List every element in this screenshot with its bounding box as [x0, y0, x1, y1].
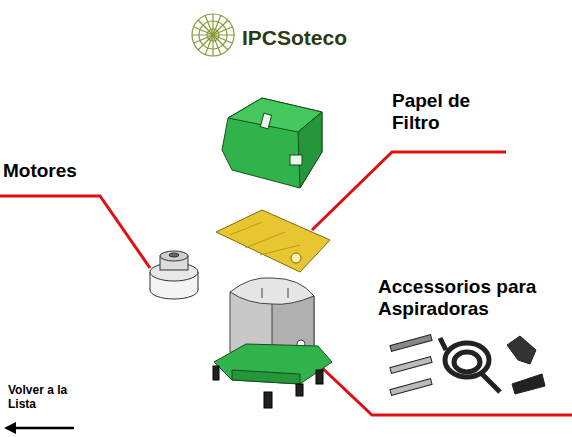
back-arrow — [4, 422, 74, 434]
accessories — [390, 335, 545, 396]
motor — [150, 251, 198, 299]
nav-link: Volver a la Lista — [8, 384, 96, 412]
lid — [222, 98, 322, 188]
part-label: Motores — [3, 160, 113, 182]
wheeled-base — [213, 344, 332, 408]
filter-paper — [216, 210, 330, 272]
logo-emblem — [192, 14, 234, 56]
part-label: Accessorios para Aspiradoras — [378, 276, 572, 320]
brand-logo-text: IPCSoteco — [242, 26, 382, 50]
part-label: Papel de Filtro — [392, 90, 502, 134]
